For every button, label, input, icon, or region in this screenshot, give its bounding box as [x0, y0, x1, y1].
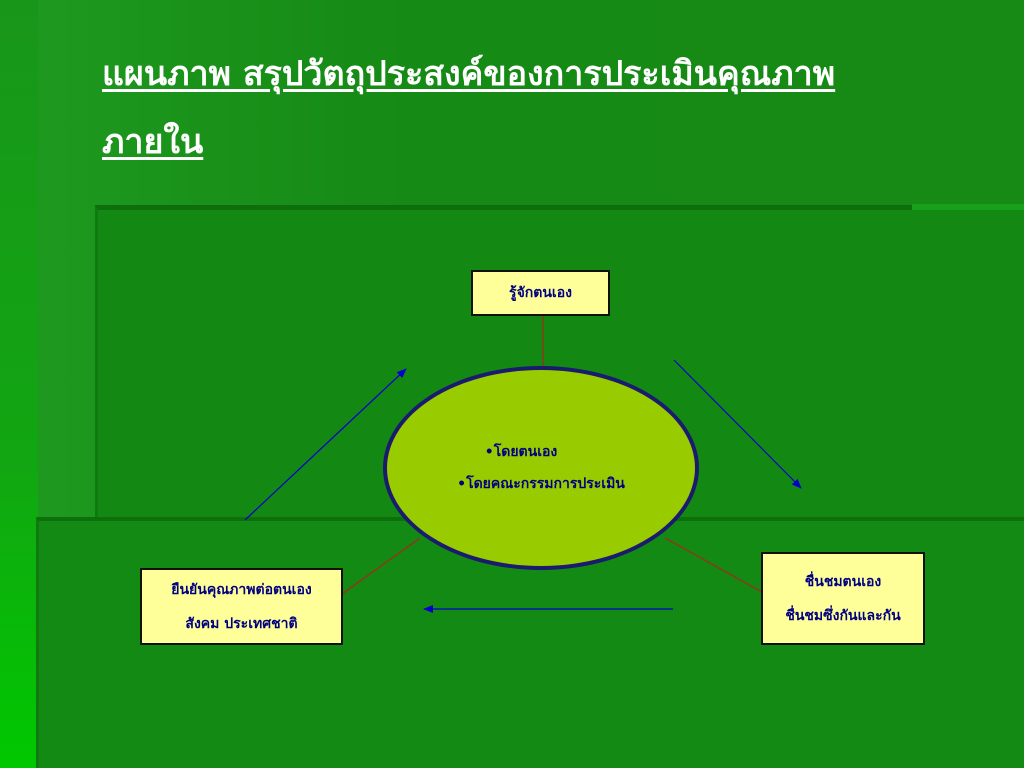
bullet-icon: • — [484, 444, 494, 460]
slide-title: แผนภาพ สรุปวัตถุประสงค์ของการประเมินคุณภ… — [102, 40, 982, 176]
arrow-down-right — [673, 359, 802, 489]
left-box: ยืนยันคุณภาพต่อตนเอง สังคม ประเทศชาติ — [140, 568, 343, 645]
right-box-line-2: ชื่นชมซึ่งกันและกัน — [785, 607, 901, 624]
arrow-up-left — [244, 368, 407, 521]
left-box-line-2: สังคม ประเทศชาติ — [185, 615, 298, 632]
right-box: ชื่นชมตนเอง ชื่นชมซึ่งกันและกัน — [761, 552, 925, 645]
top-box-label: รู้จักตนเอง — [509, 285, 572, 301]
center-item-2: •โดยคณะกรรมการประเมิน — [457, 476, 625, 492]
center-ellipse: •โดยตนเอง •โดยคณะกรรมการประเมิน — [383, 366, 699, 570]
left-box-line-1: ยืนยันคุณภาพต่อตนเอง — [171, 581, 312, 598]
background-band — [0, 0, 38, 768]
connector-right — [664, 537, 763, 593]
background-panel-edge — [912, 204, 1024, 210]
slide-title-line-1: แผนภาพ สรุปวัตถุประสงค์ของการประเมินคุณภ… — [102, 54, 836, 94]
bullet-icon: • — [457, 476, 467, 492]
connector-left — [341, 537, 421, 595]
right-box-line-1: ชื่นชมตนเอง — [804, 573, 882, 590]
slide-title-line-2: ภายใน — [102, 122, 204, 162]
top-box: รู้จักตนเอง — [471, 270, 610, 316]
center-item-1: •โดยตนเอง — [484, 444, 558, 460]
